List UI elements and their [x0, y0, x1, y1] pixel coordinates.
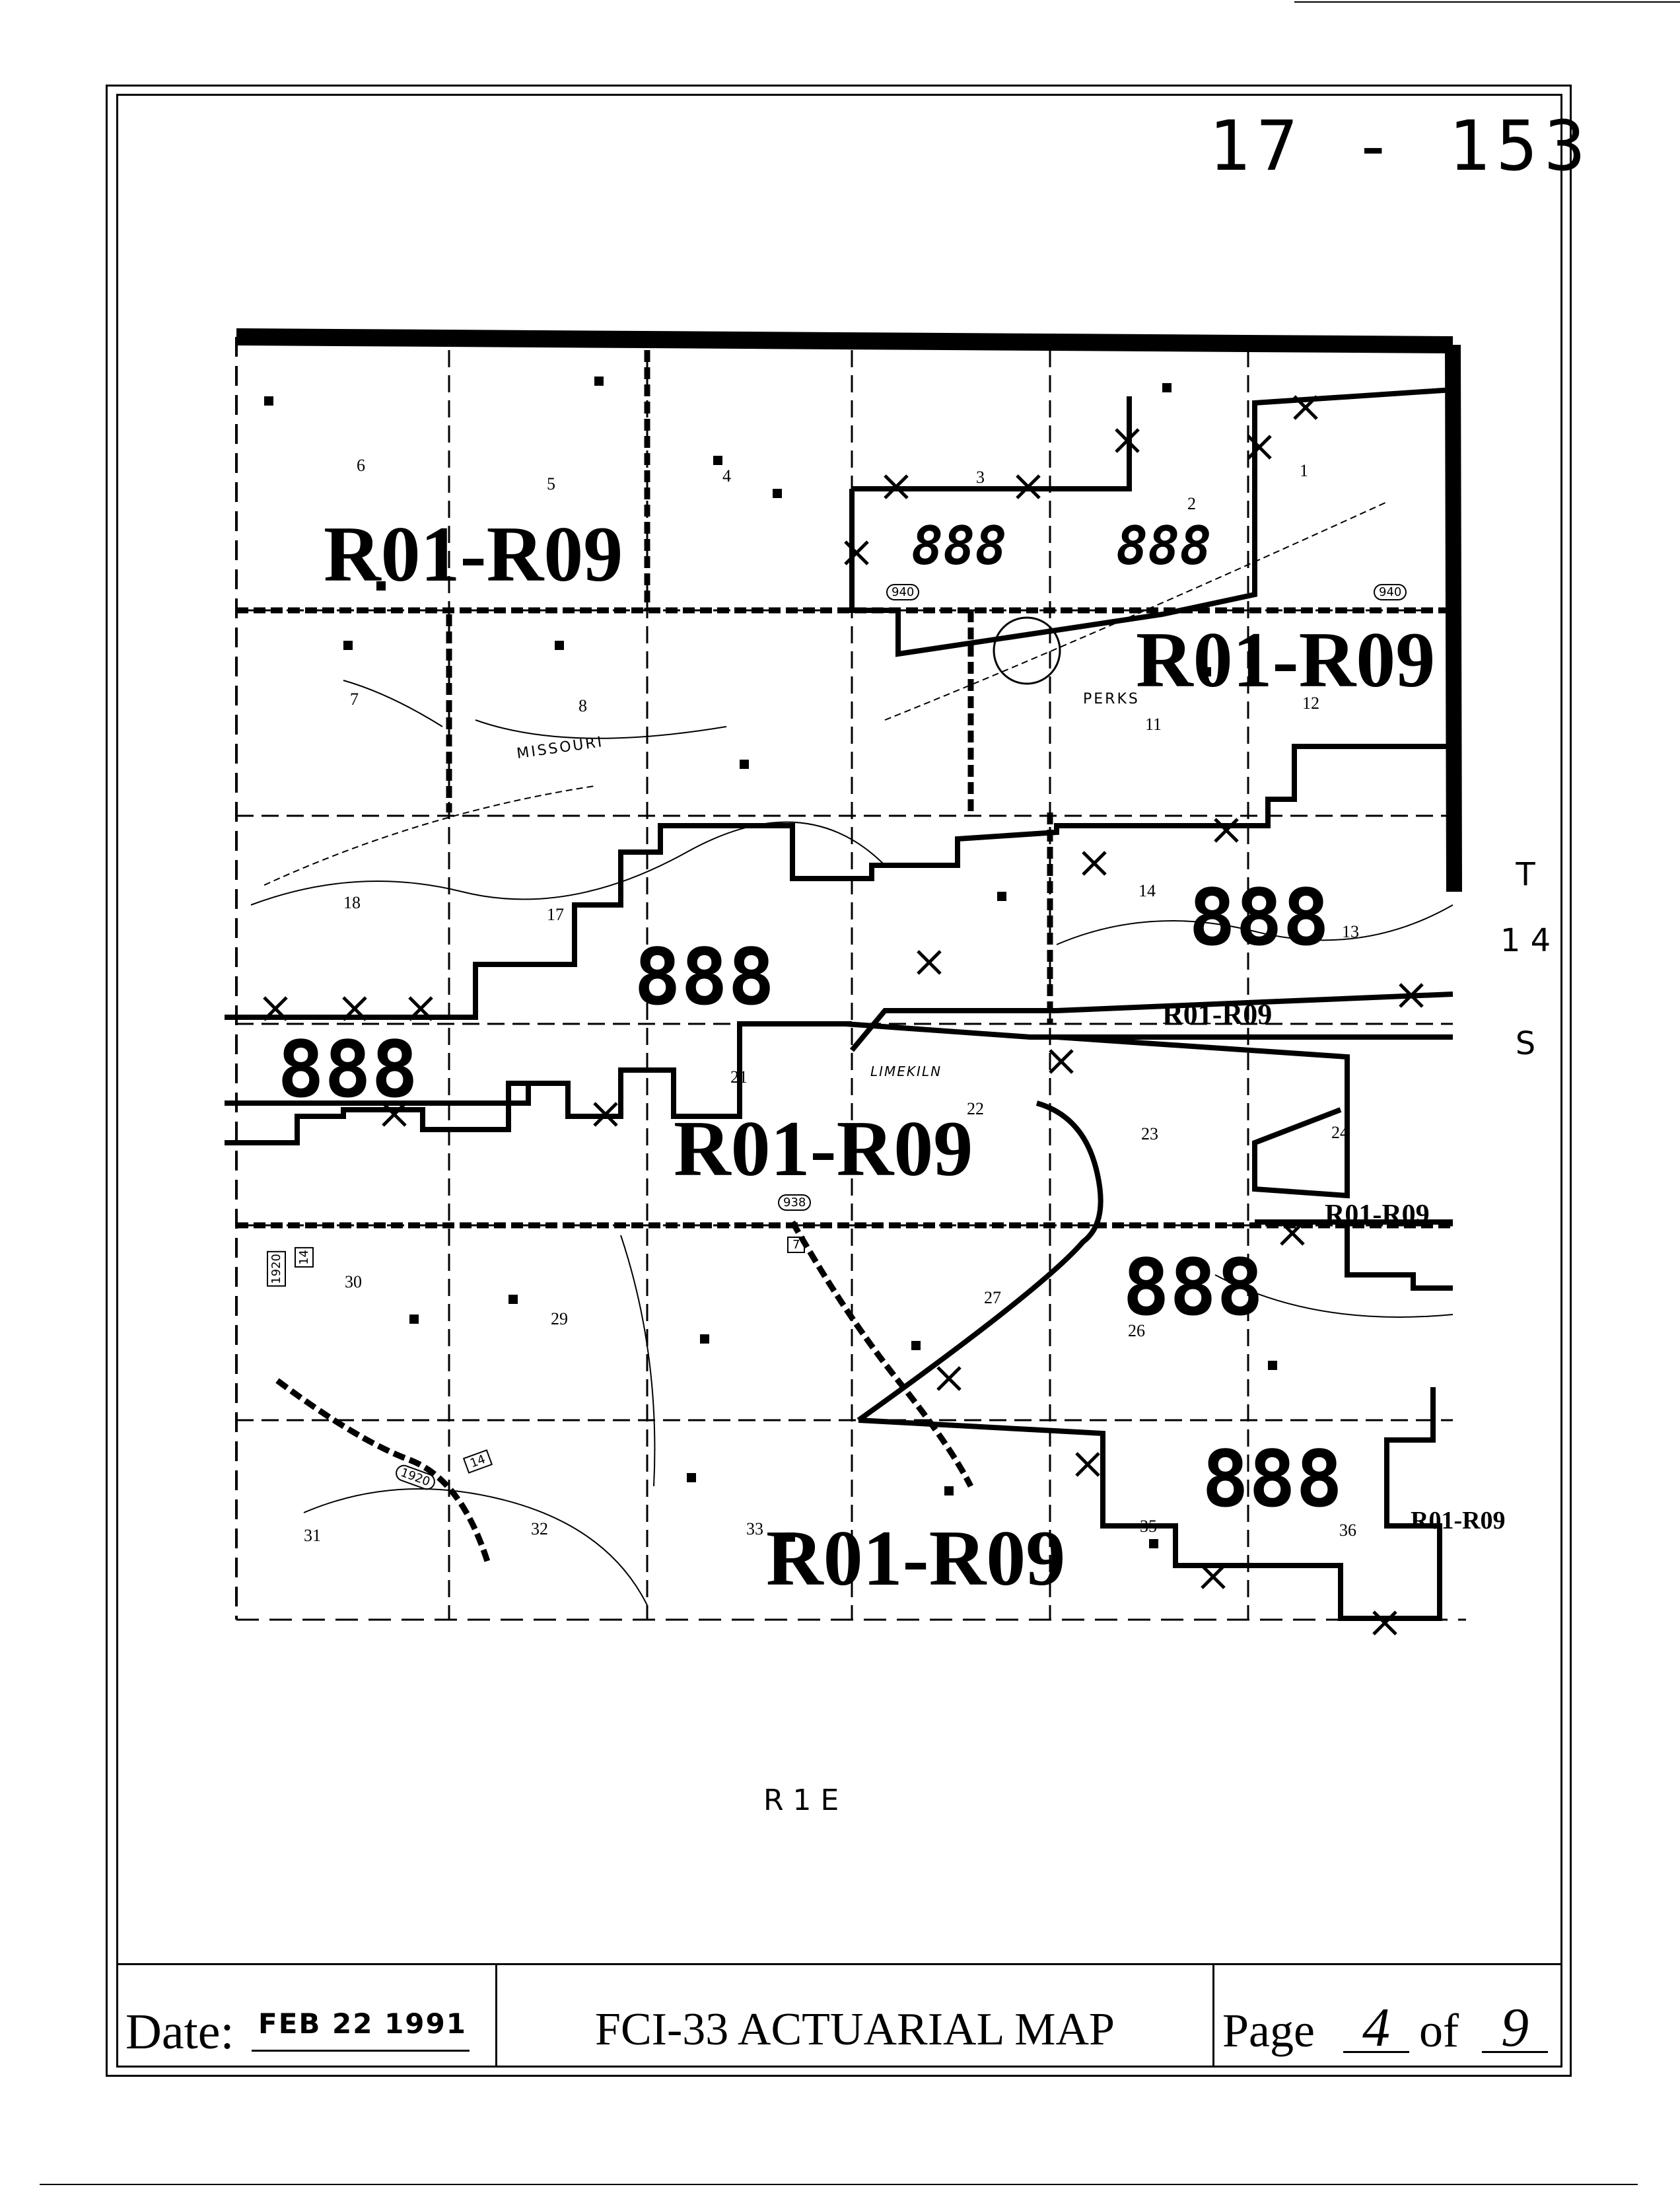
township-letter: T: [1516, 856, 1535, 893]
page-total: 9: [1501, 1997, 1529, 2058]
page-of: of: [1419, 2004, 1459, 2057]
title-block: Date: FEB 22 1991 FCI-33 ACTUARIAL MAP P…: [116, 1963, 1562, 2068]
boundary-markers: [263, 395, 1424, 1636]
map-title: FCI-33 ACTUARIAL MAP: [595, 2004, 1115, 2055]
roads: [236, 350, 1453, 1567]
date-underline: [252, 2050, 470, 2052]
structures: [264, 377, 1277, 1548]
page-cell: Page 4 of 9: [1212, 1965, 1562, 2068]
inner-border: [116, 94, 1562, 2068]
township-number: 1 4: [1500, 922, 1551, 959]
streams: [250, 680, 1453, 1606]
town-circle: [993, 616, 1061, 685]
map-boundary: [235, 328, 1466, 1621]
section-grid: [236, 350, 1453, 1620]
date-cell: Date: FEB 22 1991: [116, 1965, 495, 2068]
township-direction: S: [1515, 1025, 1536, 1062]
outer-border: [106, 85, 1572, 2077]
page-total-underline: [1482, 2051, 1548, 2053]
page-number-underline: [1343, 2051, 1409, 2053]
scan-artifact: [1294, 1, 1680, 3]
page-number: 4: [1362, 1997, 1390, 2058]
railroad: [263, 501, 1387, 886]
page-label: Page: [1222, 2004, 1315, 2057]
map-number: 17 - 153: [1208, 106, 1592, 186]
range-label: R 1 E: [763, 1783, 839, 1817]
date-label: Date:: [125, 2004, 234, 2060]
title-cell: FCI-33 ACTUARIAL MAP: [495, 1965, 1212, 2068]
rating-boundaries: [225, 387, 1453, 1621]
scan-artifact: [40, 2184, 1638, 2185]
date-value: FEB 22 1991: [258, 2007, 467, 2040]
actuarial-map: [225, 328, 1466, 1636]
